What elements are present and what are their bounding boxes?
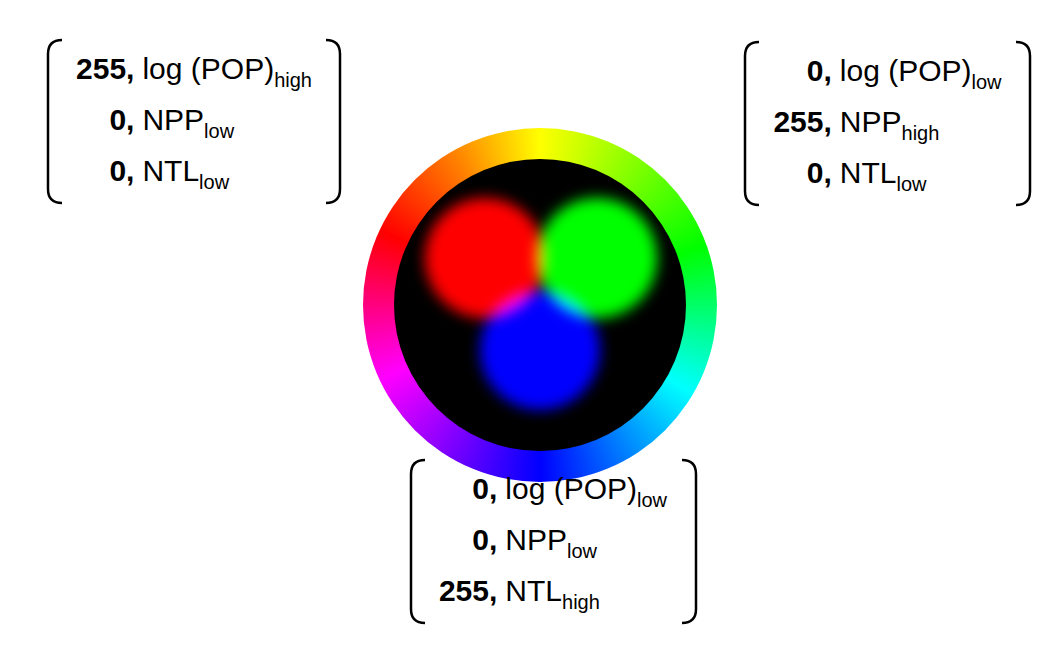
level-subscript: low	[897, 173, 927, 195]
variable-name: NPP	[142, 103, 204, 136]
vector-rows: 0,log (POP)low255,NPPhigh0,NTLlow	[773, 50, 1002, 197]
channel-value: 0,	[773, 152, 832, 197]
bracket-stroke	[411, 460, 425, 623]
channel-value: 0,	[76, 99, 134, 144]
variable-cell: NTLlow	[142, 150, 312, 195]
vector-rows: 0,log (POP)low0,NPPlow255,NTLhigh	[439, 468, 668, 615]
level-subscript: low	[637, 489, 667, 511]
vector-bracket: 0,log (POP)low255,NPPhigh0,NTLlow	[743, 40, 1032, 207]
level-subscript: high	[902, 122, 940, 144]
bracket-stroke	[745, 42, 759, 205]
variable-name: NPP	[840, 105, 902, 138]
channel-value: 0,	[439, 468, 498, 513]
variable-name: NTL	[142, 154, 199, 187]
variable-cell: NPPhigh	[840, 101, 1002, 146]
variable-cell: NPPlow	[142, 99, 312, 144]
level-subscript: high	[562, 591, 600, 613]
channel-value: 255,	[439, 570, 498, 615]
variable-cell: NTLhigh	[505, 570, 667, 615]
variable-name: log (POP)	[142, 52, 274, 85]
level-subscript: low	[972, 71, 1002, 93]
variable-name: log (POP)	[840, 54, 972, 87]
vector-bracket: 0,log (POP)low0,NPPlow255,NTLhigh	[409, 458, 698, 625]
blue-light	[480, 290, 600, 410]
vector-bracket: 255,log (POP)high0,NPPlow0,NTLlow	[46, 38, 342, 205]
black-disc	[394, 159, 686, 451]
channel-value: 255,	[76, 48, 134, 93]
level-subscript: high	[274, 69, 312, 91]
channel-value: 255,	[773, 101, 832, 146]
bracket-stroke	[682, 460, 696, 623]
variable-cell: log (POP)high	[142, 48, 312, 93]
variable-cell: NTLlow	[840, 152, 1002, 197]
channel-value: 0,	[76, 150, 134, 195]
level-subscript: low	[199, 171, 229, 193]
channel-value: 0,	[773, 50, 832, 95]
bracket-stroke	[1016, 42, 1030, 205]
variable-name: NPP	[505, 523, 567, 556]
level-subscript: low	[204, 120, 234, 142]
variable-name: NTL	[505, 574, 562, 607]
bracket-stroke	[326, 40, 340, 203]
variable-cell: log (POP)low	[505, 468, 667, 513]
channel-value: 0,	[439, 519, 498, 564]
level-subscript: low	[567, 540, 597, 562]
variable-name: log (POP)	[505, 472, 637, 505]
bracket-stroke	[48, 40, 62, 203]
variable-cell: log (POP)low	[840, 50, 1002, 95]
vector-rows: 255,log (POP)high0,NPPlow0,NTLlow	[76, 48, 312, 195]
variable-cell: NPPlow	[505, 519, 667, 564]
variable-name: NTL	[840, 156, 897, 189]
